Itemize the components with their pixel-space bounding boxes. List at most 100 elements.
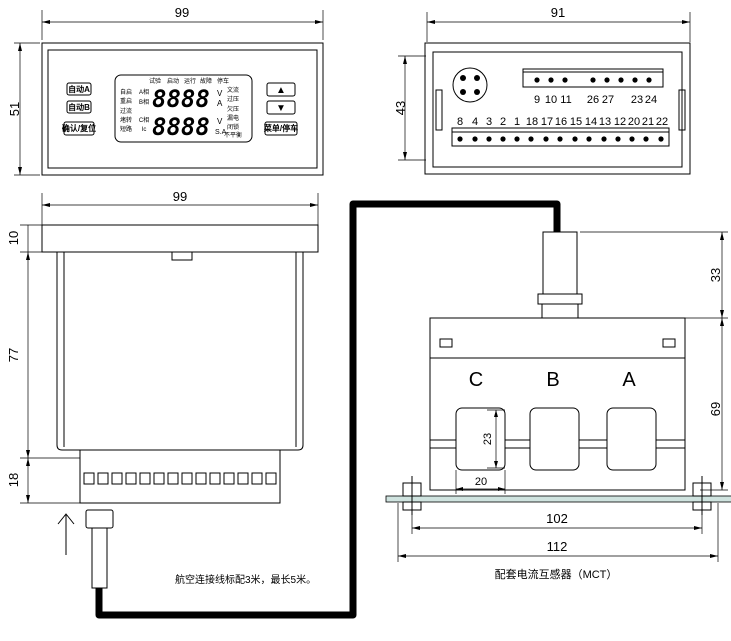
terminal-3: 3 bbox=[486, 116, 492, 128]
mct-connector-base bbox=[541, 303, 579, 319]
label-lockout: 闭锁 bbox=[227, 123, 239, 131]
terminal-16: 16 bbox=[555, 116, 567, 128]
label-short: 短路 bbox=[120, 125, 132, 133]
status-start: 启动 bbox=[167, 77, 179, 85]
status-stop: 停车 bbox=[217, 77, 229, 85]
terminal-2: 2 bbox=[500, 116, 506, 128]
label-self-start: 自启 bbox=[120, 88, 132, 96]
unit-sa: S.A bbox=[215, 129, 227, 136]
label-restart: 重启 bbox=[120, 97, 132, 105]
mct-body bbox=[429, 358, 686, 491]
label-overvoltage: 过压 bbox=[227, 95, 239, 103]
terminal-17: 17 bbox=[541, 116, 553, 128]
terminal-12: 12 bbox=[614, 116, 626, 128]
terminal-8: 8 bbox=[457, 116, 463, 128]
rear-height-label: 43 bbox=[393, 101, 408, 115]
status-fault: 故障 bbox=[200, 77, 212, 85]
side-flange bbox=[41, 224, 319, 253]
side-terminal-strip bbox=[79, 449, 281, 504]
mct-connector-nut bbox=[537, 293, 583, 305]
mct-top-housing bbox=[429, 317, 686, 359]
side-dim-top: 10 bbox=[6, 231, 21, 245]
mct-connector bbox=[542, 231, 578, 295]
cable-note: 航空连接线标配3米，最长5米。 bbox=[175, 573, 316, 586]
terminal-15: 15 bbox=[570, 116, 582, 128]
terminal-18: 18 bbox=[526, 116, 538, 128]
bottom-terminal-block bbox=[451, 127, 670, 147]
confirm-reset-label: 确认/复位 bbox=[62, 123, 96, 133]
terminal-9: 9 bbox=[534, 94, 540, 106]
terminal-13: 13 bbox=[599, 116, 611, 128]
terminal-23: 23 bbox=[631, 94, 643, 106]
menu-stop-label: 菜单/停车 bbox=[263, 123, 298, 133]
digits-row-2: 8888 bbox=[152, 113, 210, 141]
up-button[interactable] bbox=[266, 82, 296, 97]
rear-outer bbox=[424, 42, 691, 175]
mct-dim-connector: 33 bbox=[708, 268, 723, 282]
row-a: A相 bbox=[139, 88, 149, 96]
mount-distance-label: 102 bbox=[546, 511, 568, 526]
auto-a-label: 自动A bbox=[68, 84, 90, 94]
phase-a-label: A bbox=[622, 369, 636, 391]
rear-inner bbox=[432, 51, 683, 168]
label-overcurrent: 过流 bbox=[120, 107, 132, 115]
front-panel-outer bbox=[41, 42, 324, 176]
unit-v-1: V bbox=[217, 89, 223, 98]
side-dim-body: 77 bbox=[6, 348, 21, 362]
row-ic: Ic bbox=[142, 127, 147, 133]
lcd-display bbox=[114, 74, 253, 143]
unit-v-2: V bbox=[217, 117, 223, 126]
terminal-10: 10 bbox=[545, 94, 557, 106]
phase-c-label: C bbox=[469, 369, 483, 391]
front-view: 99 51 自动A 自动B 确认/复位 试验 启动 运行 故障 停车 自启 重启… bbox=[7, 5, 324, 176]
window-b bbox=[529, 407, 580, 471]
side-body bbox=[56, 252, 304, 451]
right-clip bbox=[678, 89, 686, 131]
side-width-label: 99 bbox=[173, 189, 187, 204]
label-leakage: 漏电 bbox=[227, 114, 239, 122]
mounting-plate bbox=[385, 495, 731, 503]
up-arrow-icon: ▲ bbox=[276, 85, 286, 96]
mct-caption: 配套电流互感器（MCT） bbox=[495, 567, 618, 581]
side-dim-bottom: 18 bbox=[6, 473, 21, 487]
row-c: C相 bbox=[139, 116, 149, 124]
row-b: B相 bbox=[139, 98, 149, 106]
window-height-label: 23 bbox=[482, 433, 494, 445]
side-view: 99 10 77 18 bbox=[6, 189, 319, 589]
total-width-label: 112 bbox=[547, 539, 568, 554]
cable-plug-head bbox=[85, 509, 114, 529]
terminal-27: 27 bbox=[602, 94, 614, 106]
terminal-22: 22 bbox=[656, 116, 668, 128]
terminal-1: 1 bbox=[514, 116, 520, 128]
window-width-label: 20 bbox=[475, 476, 487, 488]
terminal-21: 21 bbox=[642, 116, 654, 128]
menu-stop-button[interactable] bbox=[264, 121, 298, 136]
status-run: 运行 bbox=[184, 77, 196, 85]
label-stall: 堵转 bbox=[120, 116, 132, 124]
front-width-label: 99 bbox=[175, 5, 189, 20]
confirm-reset-button[interactable] bbox=[63, 121, 95, 136]
mct-dim-body: 69 bbox=[708, 402, 723, 416]
auto-b-label: 自动B bbox=[68, 102, 90, 112]
terminal-20: 20 bbox=[628, 116, 640, 128]
mct-view: 33 69 C B A 23 20 bbox=[385, 231, 731, 581]
terminal-14: 14 bbox=[585, 116, 597, 128]
terminal-11: 11 bbox=[560, 94, 571, 106]
aviation-connector bbox=[452, 67, 488, 103]
label-ac: 文流 bbox=[227, 86, 239, 94]
status-test: 试验 bbox=[149, 77, 161, 85]
terminal-26: 26 bbox=[587, 94, 599, 106]
down-button[interactable] bbox=[266, 100, 296, 115]
terminal-4: 4 bbox=[472, 116, 478, 128]
label-unbalance: 不平衡 bbox=[224, 131, 242, 139]
front-height-label: 51 bbox=[7, 102, 22, 116]
rear-width-label: 91 bbox=[551, 5, 565, 20]
label-undervoltage: 欠压 bbox=[227, 105, 239, 113]
digits-row-1: 8888 bbox=[152, 85, 210, 113]
phase-b-label: B bbox=[546, 369, 559, 391]
top-terminal-block bbox=[522, 68, 664, 88]
left-clip bbox=[435, 89, 443, 131]
auto-a-button[interactable] bbox=[66, 82, 92, 96]
auto-b-button[interactable] bbox=[66, 100, 92, 114]
